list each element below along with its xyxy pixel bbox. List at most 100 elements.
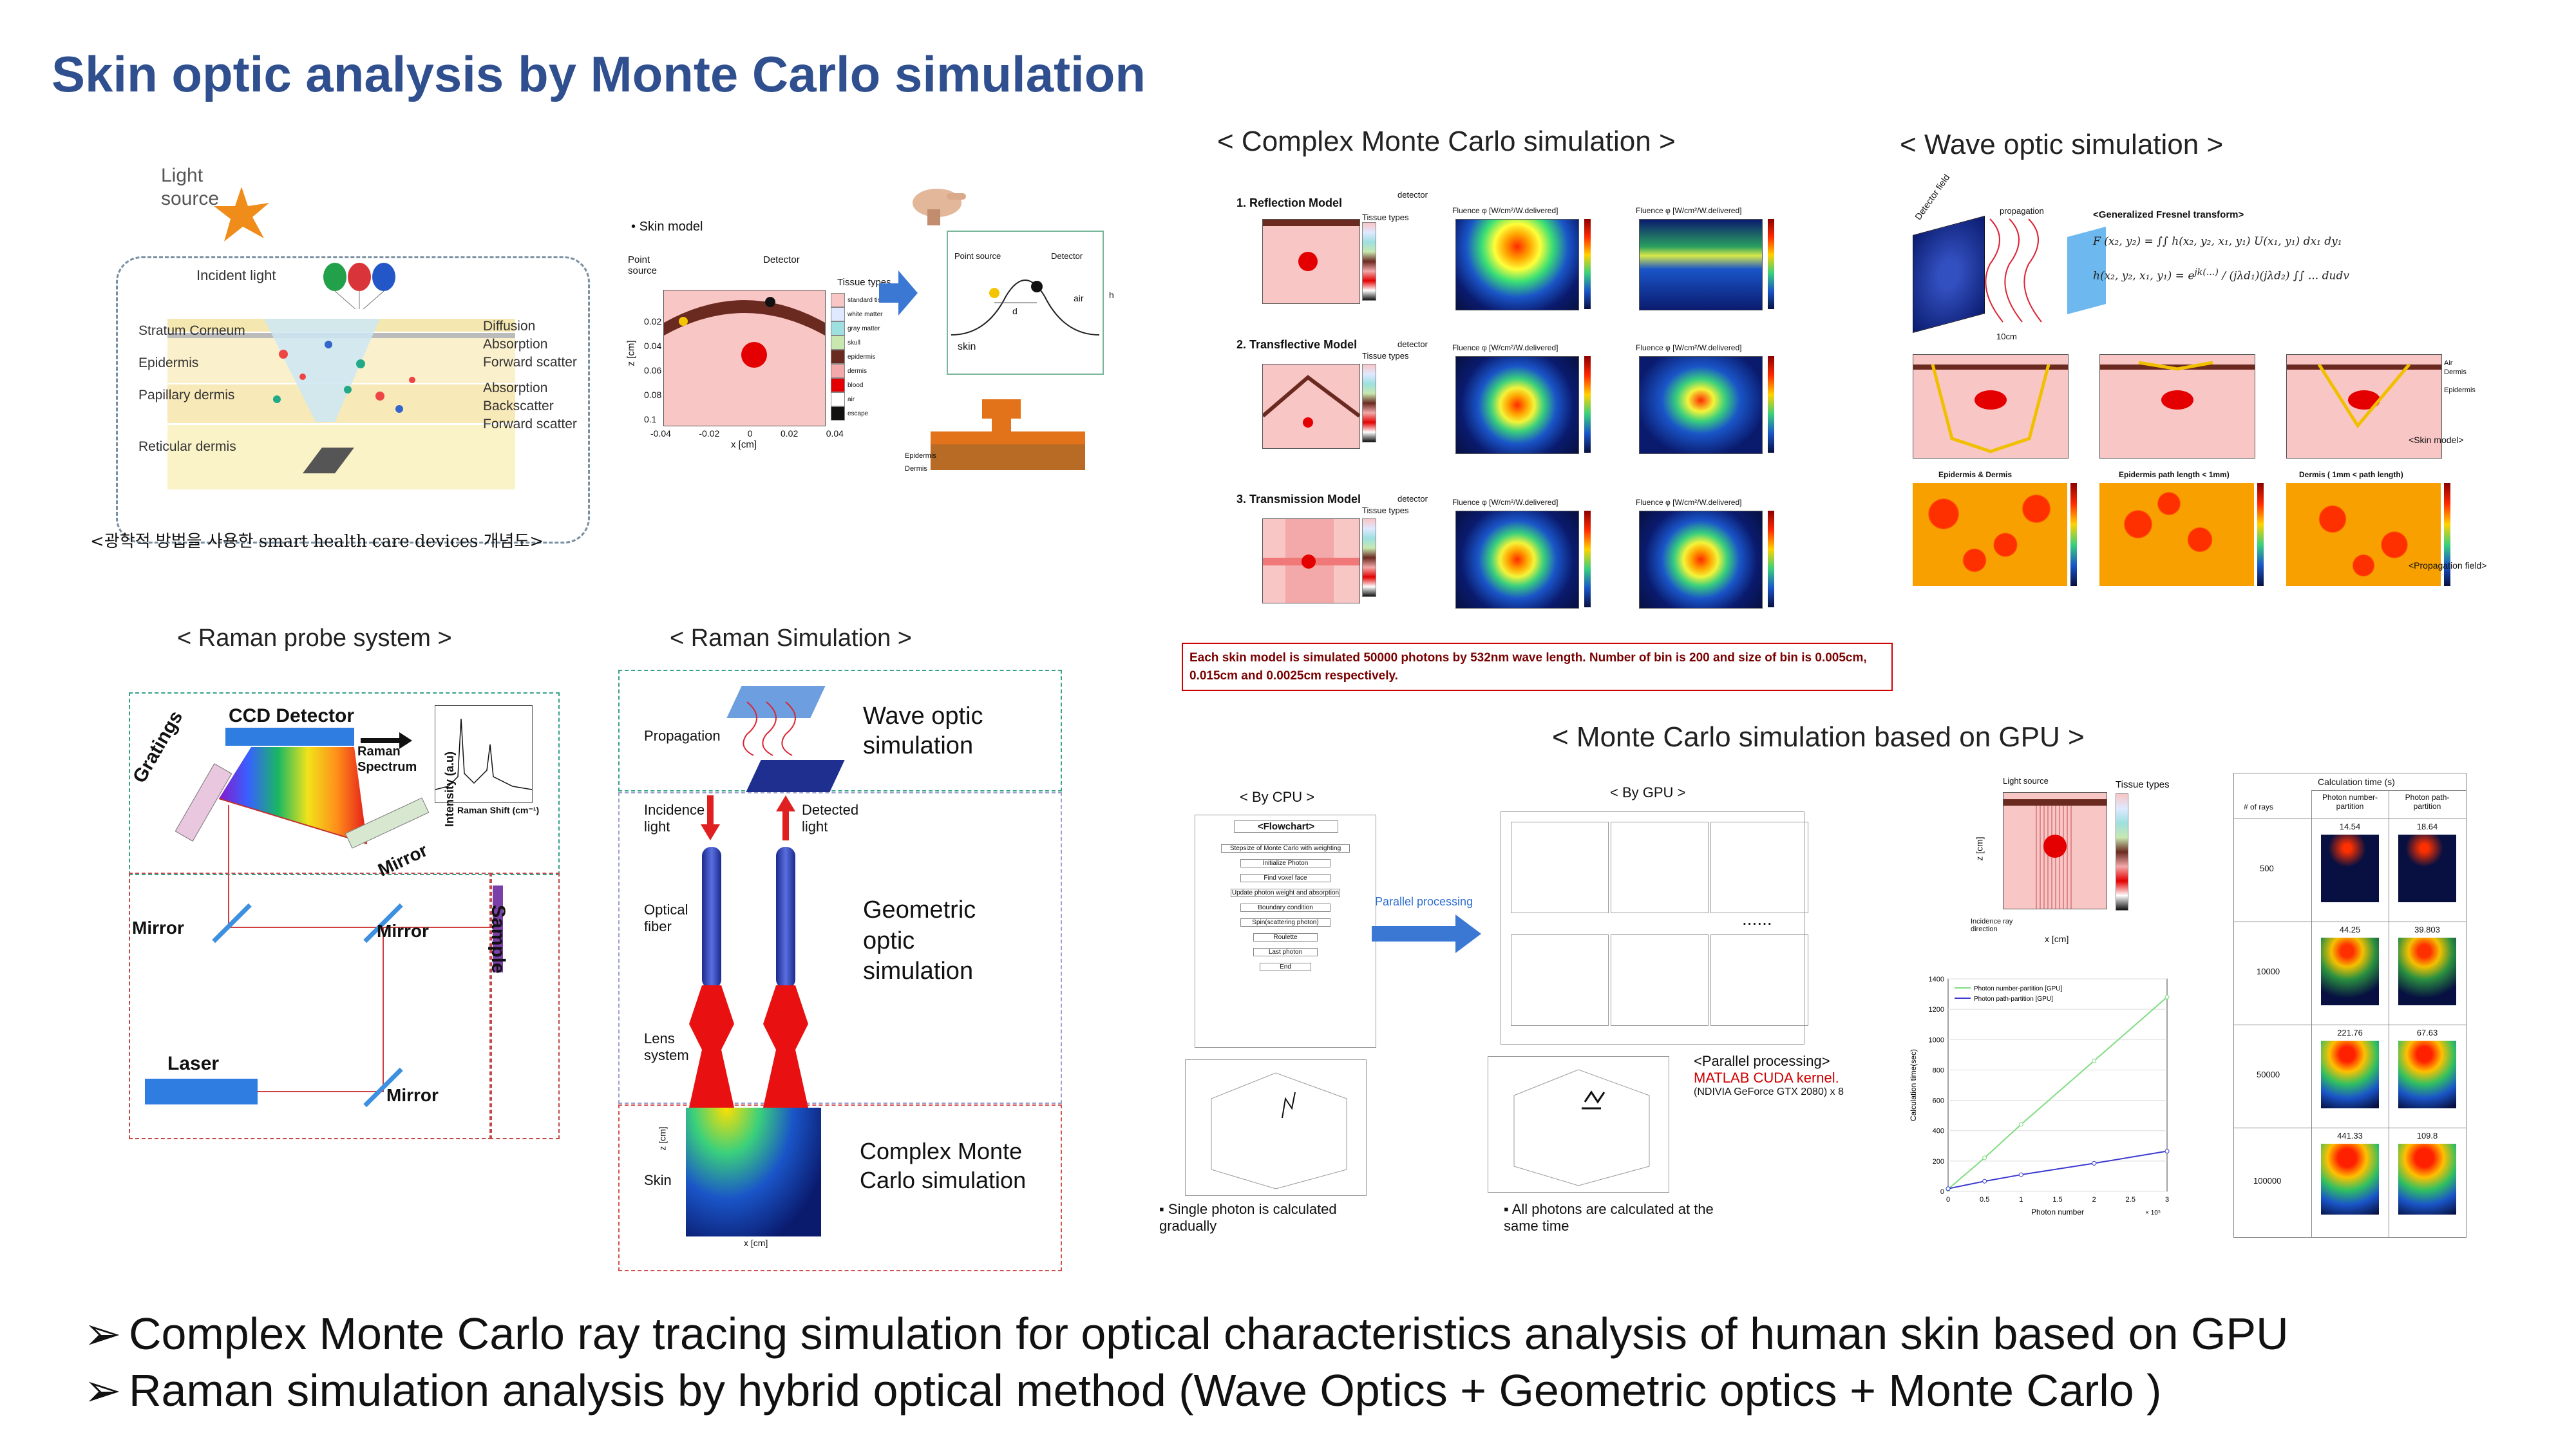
colorbar [1768,511,1774,607]
legend-strip [2116,793,2128,911]
detector-field-plane [1913,215,1985,334]
raman-shift-label: Raman Shift (cm⁻¹) [457,805,540,815]
spectrum-plot [435,705,533,803]
map-title: Dermis ( 1mm < path length) [2299,470,2403,479]
mirror-label: Mirror [386,1085,439,1105]
x-tick-label: 2.5 [2126,1196,2136,1204]
colorbar [2257,483,2264,586]
flow-step: Update photon weight and absorption [1231,889,1340,897]
colorbar [2444,483,2450,586]
mc-xaxis-label: x [cm] [744,1238,768,1248]
legend-item: escape [848,410,869,417]
y-tick-label: 1400 [1929,976,1944,983]
pp-kernel: MATLAB CUDA kernel. [1694,1070,1839,1086]
fluence-title: Fluence φ [W/cm²/W.delivered] [1452,498,1558,507]
xtick: -0.04 [650,428,671,439]
data-point [2092,1160,2097,1166]
legend-item: gray matter [848,325,880,332]
y-tick-label: 1200 [1929,1006,1944,1014]
detector-field-label: Detector field [1913,172,1952,222]
ccd-label: CCD Detector [229,705,355,726]
data-point [1946,1186,1951,1191]
arrow-right-icon [1372,914,1481,953]
tissue-types-label: Tissue types [1362,351,1409,361]
data-point [2164,994,2170,999]
raman-sim-heading: < Raman Simulation > [670,625,912,652]
legend-strip [1362,518,1376,597]
zoom-air: air [1074,293,1084,303]
complex-mc-note: Each skin model is simulated 50000 photo… [1182,643,1893,692]
data-point [2018,1122,2023,1127]
result-map [2321,1144,2379,1215]
propagation-label: propagation [2000,206,2044,216]
fluence-title: Fluence φ [W/cm²/W.delivered] [1452,206,1558,215]
fluence-title: Fluence φ [W/cm²/W.delivered] [1636,498,1742,507]
y-tick-label: 200 [1933,1158,1944,1166]
layer-air-label: Air [2444,359,2453,367]
colorbar [1584,511,1591,607]
by-gpu-label: < By GPU > [1610,784,1686,800]
rays-cell: 500 [2260,864,2274,873]
time-b-cell: 67.63 [2416,1028,2438,1037]
ytick: 0.08 [644,390,662,400]
skin-label: Skin [644,1172,672,1188]
zoom-point-source: Point source [954,251,1001,261]
bullet-arrow-icon: ➢ [84,1309,122,1359]
xtick: 0.04 [826,428,844,439]
bullet-arrow-icon: ➢ [84,1365,122,1416]
point-source-label: Point source [628,254,658,276]
table-row: 10000 44.25 39.803 [2234,922,2466,1025]
ccd-detector [225,728,354,746]
result-map [2398,835,2456,902]
beam-path [228,805,493,1092]
time-a-cell: 44.25 [2339,925,2361,934]
cpu-caption: ▪ Single photon is calculated gradually [1159,1201,1337,1235]
skin-zoom-box: Point source Detector d air skin h [947,231,1114,375]
gpu-skin-model: Light source Tissue types z [cm] Inciden… [1964,773,2170,947]
legend-item: dermis [848,367,867,375]
geometric-label: Geometric optic simulation [863,896,976,985]
by-cpu-label: < By CPU > [1240,789,1315,805]
flowchart-steps: Stepsize of Monte Carlo with weighting I… [1221,844,1350,971]
colorbar [1768,356,1774,453]
wave-skin-model [2286,354,2442,459]
gpu-caption: ▪ All photons are calculated at the same… [1504,1201,1714,1235]
legend-label: Photon number-partition [GPU] [1974,985,2063,992]
parallel-label: Parallel processing [1375,895,1473,908]
x-tick-label: 1 [2019,1196,2023,1204]
wave-skin-model [2099,354,2255,459]
fluence-map-yz [1639,511,1763,609]
flowchart-title: <Flowchart> [1234,820,1338,833]
y-tick-label: 400 [1933,1128,1944,1135]
gpu-caption-text: All photons are calculated at the same t… [1504,1201,1714,1235]
model-title: 1. Reflection Model [1236,196,1343,209]
model-title: 3. Transmission Model [1236,493,1361,506]
legend-strip [1362,364,1376,442]
incidence-ray-label: Incidence ray direction [1971,918,2013,933]
mc-yaxis-label: z [cm] [657,1126,668,1151]
sample-label: Sample [488,905,509,974]
y-tick-label: 0 [1940,1188,1944,1196]
layer-label: Papillary dermis [138,388,235,402]
map-title: Epidermis & Dermis [1938,470,2012,479]
result-map [2321,1041,2379,1108]
raman-probe-panel: CCD Detector Gratings Mirror Raman Spect… [129,692,560,1143]
bullet-1: ➢Complex Monte Carlo ray tracing simulat… [84,1307,2289,1360]
calc-time-table: Calculation time (s) # of rays Photon nu… [2233,773,2467,1238]
wave-optic-panel: Detector field propagation 10cm <General… [1900,172,2544,586]
detector-label: detector [1397,339,1428,349]
cpu-flowchart: <Flowchart> Stepsize of Monte Carlo with… [1195,815,1376,1048]
mc-row-transmission: 3. Transmission Model detector Tissue ty… [1224,493,1803,641]
xtick: 0.02 [781,428,799,439]
skin-model-plot [663,290,826,426]
skin-model-title: Skin model [639,220,703,234]
epidermis-label: Epidermis [905,452,936,460]
hand-icon [913,189,966,225]
lens-rays [689,985,808,1108]
tissue-types-label: Tissue types [1362,213,1409,222]
fluence-map-xz [1455,356,1579,454]
page-title: Skin optic analysis by Monte Carlo simul… [52,46,1146,102]
ytick: 0.04 [644,341,662,351]
